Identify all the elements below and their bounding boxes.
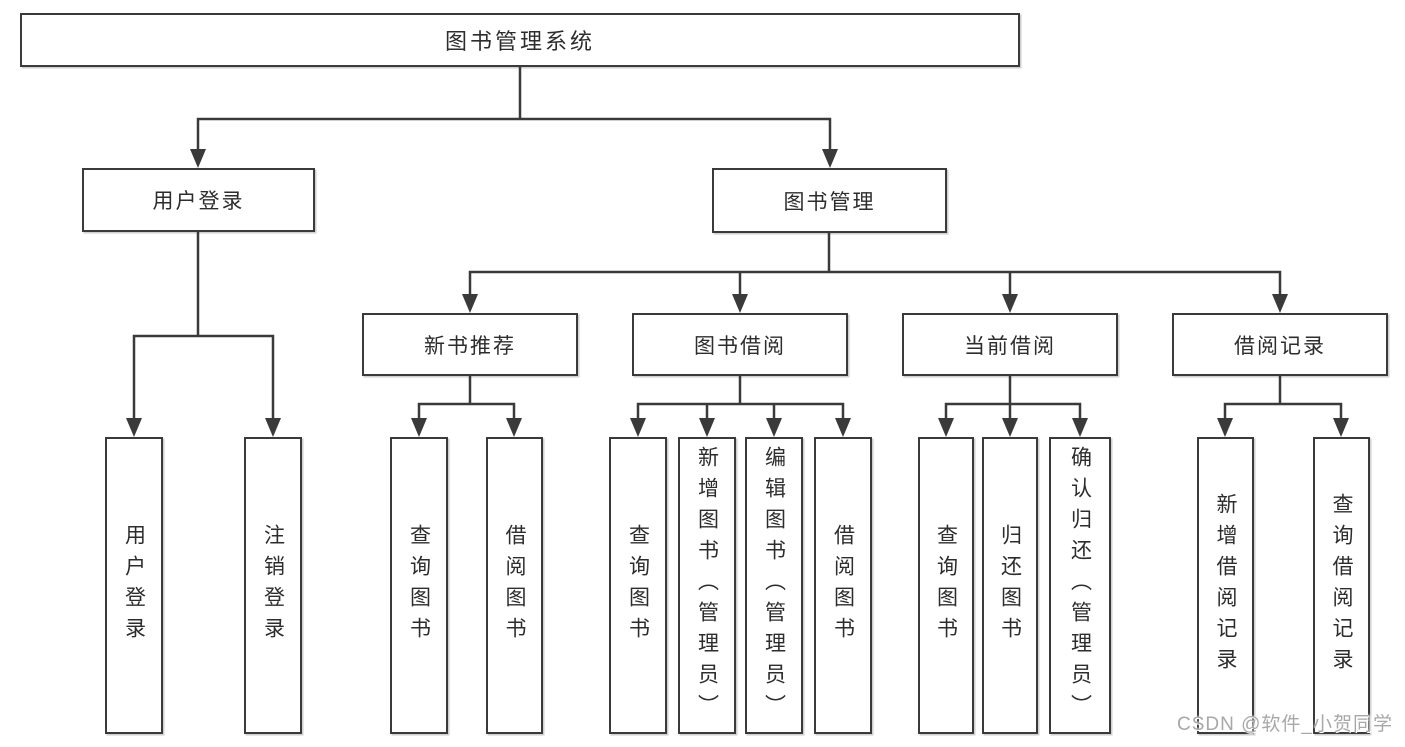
node-book-management-label: 图书管理	[783, 190, 876, 214]
leaf-record-add: 新增借阅记录	[1197, 437, 1254, 734]
arrowhead-icon	[822, 149, 838, 168]
node-borrow-record: 借阅记录	[1172, 313, 1388, 376]
arrowhead-icon	[265, 418, 281, 437]
node-root: 图书管理系统	[20, 13, 1020, 67]
leaf-logout: 注销登录	[244, 437, 302, 734]
arrowhead-icon	[411, 418, 427, 437]
leaf-record-query-label: 查询借阅记录	[1330, 492, 1353, 679]
connector-book-borrow-to-leaves	[630, 374, 851, 437]
leaf-newbook-borrow-label: 借阅图书	[503, 523, 526, 648]
connector-current-borrow-to-leaves	[938, 374, 1088, 437]
node-current-borrow-label: 当前借阅	[964, 334, 1056, 358]
leaf-current-query: 查询图书	[918, 437, 974, 734]
arrowhead-icon	[126, 418, 142, 437]
leaf-record-query: 查询借阅记录	[1313, 437, 1370, 734]
connector-new-book-to-leaves	[411, 374, 522, 437]
arrowhead-icon	[1333, 418, 1349, 437]
arrowhead-icon	[732, 294, 748, 313]
arrowhead-icon	[1272, 294, 1288, 313]
node-book-borrow: 图书借阅	[632, 313, 848, 376]
arrowhead-icon	[630, 418, 646, 437]
leaf-newbook-query-label: 查询图书	[407, 523, 431, 648]
leaf-logout-label: 注销登录	[261, 523, 285, 648]
leaf-newbook-borrow: 借阅图书	[486, 437, 543, 734]
leaf-borrow-add-admin-label: 新增图书（管理员）	[695, 446, 719, 725]
connector-borrow-record-to-leaves	[1217, 374, 1349, 437]
leaf-current-return: 归还图书	[982, 437, 1038, 734]
leaf-user-login-label: 用户登录	[122, 523, 146, 648]
leaf-borrow-edit-admin: 编辑图书（管理员）	[745, 437, 803, 734]
arrowhead-icon	[1002, 294, 1018, 313]
leaf-current-return-label: 归还图书	[998, 523, 1022, 648]
connector-user-login-to-leaves	[126, 230, 281, 437]
leaf-current-query-label: 查询图书	[934, 523, 958, 648]
leaf-borrow-edit-admin-label: 编辑图书（管理员）	[762, 446, 786, 725]
node-book-management: 图书管理	[712, 168, 947, 233]
arrowhead-icon	[190, 149, 206, 168]
node-user-login-label: 用户登录	[152, 190, 245, 213]
connector-root-to-level2	[190, 65, 838, 168]
csdn-watermark: CSDN @软件_小贺同学	[1177, 714, 1393, 735]
arrowhead-icon	[1217, 418, 1233, 437]
leaf-borrow-query-label: 查询图书	[626, 523, 650, 648]
node-new-book-recommend-label: 新书推荐	[424, 334, 516, 358]
node-new-book-recommend: 新书推荐	[362, 313, 578, 376]
node-root-label: 图书管理系统	[444, 29, 595, 54]
leaf-borrow-book: 借阅图书	[814, 437, 872, 734]
arrowhead-icon	[506, 418, 522, 437]
leaf-newbook-query: 查询图书	[390, 437, 448, 734]
leaf-current-confirm-admin-label: 确认归还（管理员）	[1068, 446, 1092, 725]
leaf-borrow-query: 查询图书	[609, 437, 667, 734]
arrowhead-icon	[462, 294, 478, 313]
arrowhead-icon	[1072, 418, 1088, 437]
connector-book-management-to-level3	[462, 231, 1288, 313]
leaf-record-add-label: 新增借阅记录	[1214, 492, 1237, 679]
node-current-borrow: 当前借阅	[902, 313, 1118, 376]
leaf-user-login: 用户登录	[105, 437, 163, 734]
node-borrow-record-label: 借阅记录	[1234, 334, 1326, 358]
leaf-current-confirm-admin: 确认归还（管理员）	[1049, 437, 1111, 734]
node-user-login: 用户登录	[82, 168, 315, 232]
leaf-borrow-book-label: 借阅图书	[831, 523, 855, 648]
arrowhead-icon	[699, 418, 715, 437]
node-book-borrow-label: 图书借阅	[694, 334, 786, 358]
arrowhead-icon	[938, 418, 954, 437]
arrowhead-icon	[835, 418, 851, 437]
arrowhead-icon	[1002, 418, 1018, 437]
leaf-borrow-add-admin: 新增图书（管理员）	[678, 437, 736, 734]
arrowhead-icon	[766, 418, 782, 437]
